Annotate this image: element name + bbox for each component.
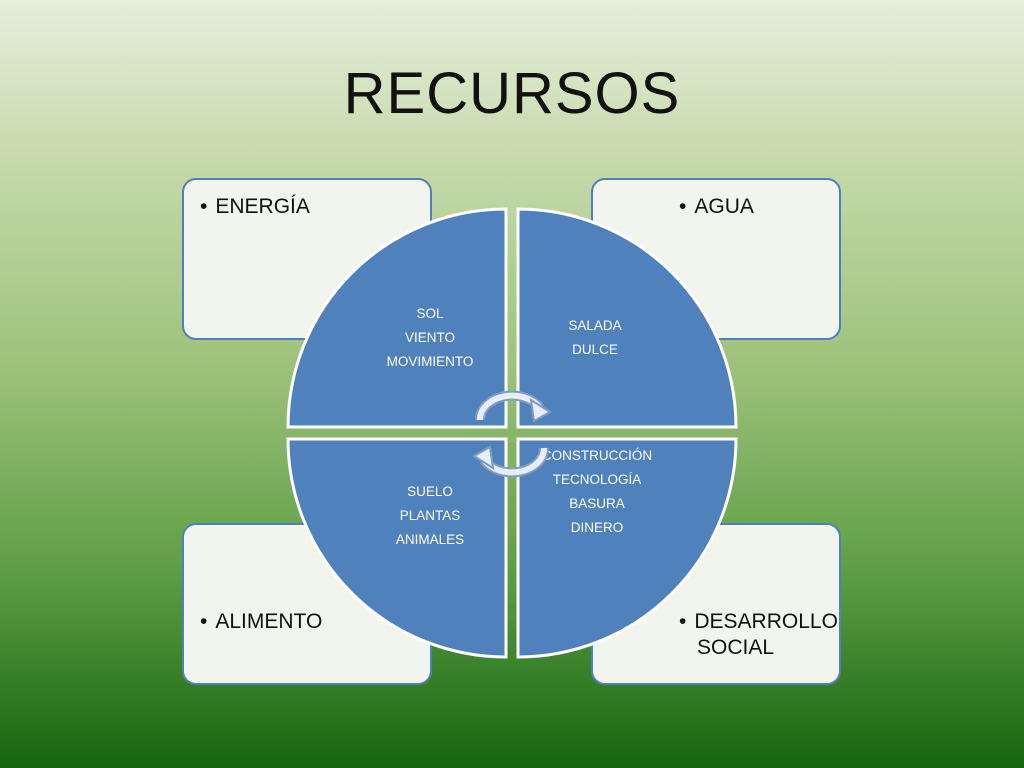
quadrant-item: VIENTO bbox=[405, 330, 455, 345]
quadrant-item: CONSTRUCCIÓN bbox=[542, 448, 652, 463]
corner-label-desarrollo-social: •DESARROLLO SOCIAL bbox=[679, 610, 838, 659]
cycle-arrows-icon bbox=[472, 390, 552, 478]
quadrant-item: TECNOLOGÍA bbox=[553, 472, 642, 487]
quadrant-item: SALADA bbox=[568, 318, 621, 333]
quadrant-text-energia: SOL VIENTO MOVIMIENTO bbox=[387, 306, 474, 369]
quadrant-item: PLANTAS bbox=[400, 508, 461, 523]
quadrant-item: BASURA bbox=[569, 496, 625, 511]
corner-label-alimento: •ALIMENTO bbox=[200, 610, 323, 633]
quadrant-energia bbox=[286, 207, 508, 429]
quadrant-agua bbox=[516, 207, 738, 429]
quadrant-text-desarrollo-social: CONSTRUCCIÓN TECNOLOGÍA BASURA DINERO bbox=[542, 448, 652, 535]
quadrant-alimento bbox=[286, 437, 508, 659]
quadrant-item: SOL bbox=[416, 306, 444, 321]
quadrant-item: DINERO bbox=[571, 520, 624, 535]
corner-label-energia: •ENERGÍA bbox=[200, 195, 310, 218]
quadrant-text-agua: SALADA DULCE bbox=[568, 318, 621, 357]
quadrant-desarrollo-social bbox=[516, 437, 738, 659]
quadrant-item: MOVIMIENTO bbox=[387, 354, 474, 369]
quadrant-item: ANIMALES bbox=[396, 532, 464, 547]
quadrant-item: SUELO bbox=[407, 484, 453, 499]
quadrant-text-alimento: SUELO PLANTAS ANIMALES bbox=[396, 484, 464, 547]
quadrant-item: DULCE bbox=[572, 342, 618, 357]
corner-label-agua: •AGUA bbox=[679, 195, 754, 218]
slide-title: RECURSOS bbox=[343, 61, 681, 126]
